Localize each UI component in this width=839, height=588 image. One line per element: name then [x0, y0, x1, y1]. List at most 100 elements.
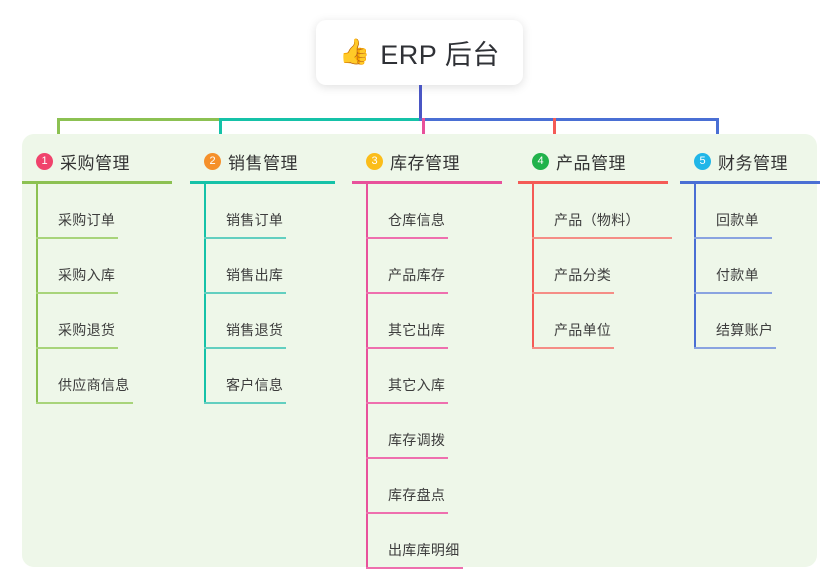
root-node[interactable]: 👍 ERP 后台: [316, 20, 523, 85]
leaf-list: 仓库信息产品库存其它出库其它入库库存调拨库存盘点出库库明细: [366, 184, 502, 569]
column-header-rule: [518, 181, 668, 184]
leaf-label: 销售出库: [226, 267, 284, 283]
leaf-item[interactable]: 付款单: [694, 239, 820, 294]
leaf-item[interactable]: 采购订单: [36, 184, 172, 239]
leaf-rule: [36, 292, 118, 294]
column-title: 采购管理: [60, 153, 130, 173]
connector-segment-3: [419, 118, 719, 121]
leaf-rule: [204, 347, 286, 349]
leaf-item[interactable]: 其它出库: [366, 294, 502, 349]
column-title: 库存管理: [390, 153, 460, 173]
leaf-rule: [366, 292, 448, 294]
leaf-label: 出库库明细: [388, 542, 460, 558]
leaf-list: 回款单付款单结算账户: [694, 184, 820, 349]
leaf-spine: [532, 184, 534, 349]
leaf-label: 采购入库: [58, 267, 116, 283]
leaf-label: 销售订单: [226, 212, 284, 228]
leaf-list: 采购订单采购入库采购退货供应商信息: [36, 184, 172, 404]
leaf-list: 产品（物料） 产品分类产品单位: [532, 184, 672, 349]
column-title: 销售管理: [228, 153, 298, 173]
leaf-rule: [36, 237, 118, 239]
leaf-spine: [36, 184, 38, 404]
leaf-spine: [694, 184, 696, 349]
leaf-item[interactable]: 产品分类: [532, 239, 668, 294]
leaf-rule: [532, 237, 672, 239]
leaf-rule: [366, 347, 448, 349]
leaf-label: 产品库存: [388, 267, 446, 283]
leaf-item[interactable]: 回款单: [694, 184, 820, 239]
leaf-item[interactable]: 其它入库: [366, 349, 502, 404]
column-badge-3: 3: [366, 152, 383, 170]
leaf-label: 销售退货: [226, 322, 284, 338]
leaf-rule: [694, 237, 772, 239]
leaf-item[interactable]: 产品单位: [532, 294, 668, 349]
leaf-rule: [694, 347, 776, 349]
leaf-item[interactable]: 客户信息: [204, 349, 335, 404]
column-badge-2: 2: [204, 152, 221, 170]
leaf-label: 仓库信息: [388, 212, 446, 228]
leaf-rule: [204, 402, 286, 404]
leaf-label: 客户信息: [226, 377, 284, 393]
column-badge-5: 5: [694, 152, 711, 170]
leaf-rule: [204, 237, 286, 239]
column-header-rule: [680, 181, 820, 184]
leaf-label: 供应商信息: [58, 377, 130, 393]
leaf-rule: [366, 512, 448, 514]
leaf-item[interactable]: 产品（物料）: [532, 184, 672, 239]
column-header-财务管理[interactable]: 5 财务管理: [680, 146, 820, 176]
leaf-label: 付款单: [716, 267, 759, 283]
connector-segment-2: [219, 118, 419, 121]
leaf-label: 其它入库: [388, 377, 446, 393]
column-库存管理: 3 库存管理仓库信息产品库存其它出库其它入库库存调拨库存盘点出库库明细: [352, 146, 502, 569]
column-header-库存管理[interactable]: 3 库存管理: [352, 146, 502, 176]
leaf-rule: [36, 347, 118, 349]
column-财务管理: 5 财务管理回款单付款单结算账户: [680, 146, 820, 349]
leaf-rule: [36, 402, 133, 404]
leaf-rule: [366, 402, 448, 404]
root-stem: [419, 85, 422, 121]
leaf-item[interactable]: 采购退货: [36, 294, 172, 349]
leaf-spine: [204, 184, 206, 404]
leaf-label: 采购订单: [58, 212, 116, 228]
leaf-label: 其它出库: [388, 322, 446, 338]
leaf-item[interactable]: 销售退货: [204, 294, 335, 349]
leaf-item[interactable]: 库存盘点: [366, 459, 502, 514]
leaf-rule: [532, 292, 614, 294]
leaf-label: 产品单位: [554, 322, 612, 338]
leaf-rule: [532, 347, 614, 349]
leaf-item[interactable]: 产品库存: [366, 239, 502, 294]
leaf-rule: [694, 292, 772, 294]
leaf-label: 结算账户: [716, 322, 774, 338]
connector-segment-1: [57, 118, 219, 121]
leaf-rule: [204, 292, 286, 294]
leaf-item[interactable]: 采购入库: [36, 239, 172, 294]
leaf-label: 回款单: [716, 212, 759, 228]
leaf-rule: [366, 567, 463, 569]
leaf-label: 采购退货: [58, 322, 116, 338]
thumbs-up-icon: 👍: [339, 38, 371, 66]
leaf-label: 库存盘点: [388, 487, 446, 503]
leaf-rule: [366, 457, 448, 459]
leaf-item[interactable]: 供应商信息: [36, 349, 172, 404]
column-销售管理: 2 销售管理销售订单销售出库销售退货客户信息: [190, 146, 335, 404]
leaf-item[interactable]: 仓库信息: [366, 184, 502, 239]
leaf-label: 产品分类: [554, 267, 612, 283]
leaf-rule: [366, 237, 448, 239]
leaf-item[interactable]: 结算账户: [694, 294, 820, 349]
column-title: 财务管理: [718, 153, 788, 173]
column-header-销售管理[interactable]: 2 销售管理: [190, 146, 335, 176]
leaf-item[interactable]: 销售出库: [204, 239, 335, 294]
leaf-spine: [366, 184, 368, 569]
leaf-label: 产品（物料）: [554, 212, 640, 228]
leaf-list: 销售订单销售出库销售退货客户信息: [204, 184, 335, 404]
leaf-item[interactable]: 销售订单: [204, 184, 335, 239]
leaf-item[interactable]: 出库库明细: [366, 514, 502, 569]
column-header-rule: [22, 181, 172, 184]
column-header-rule: [352, 181, 502, 184]
leaf-item[interactable]: 库存调拨: [366, 404, 502, 459]
